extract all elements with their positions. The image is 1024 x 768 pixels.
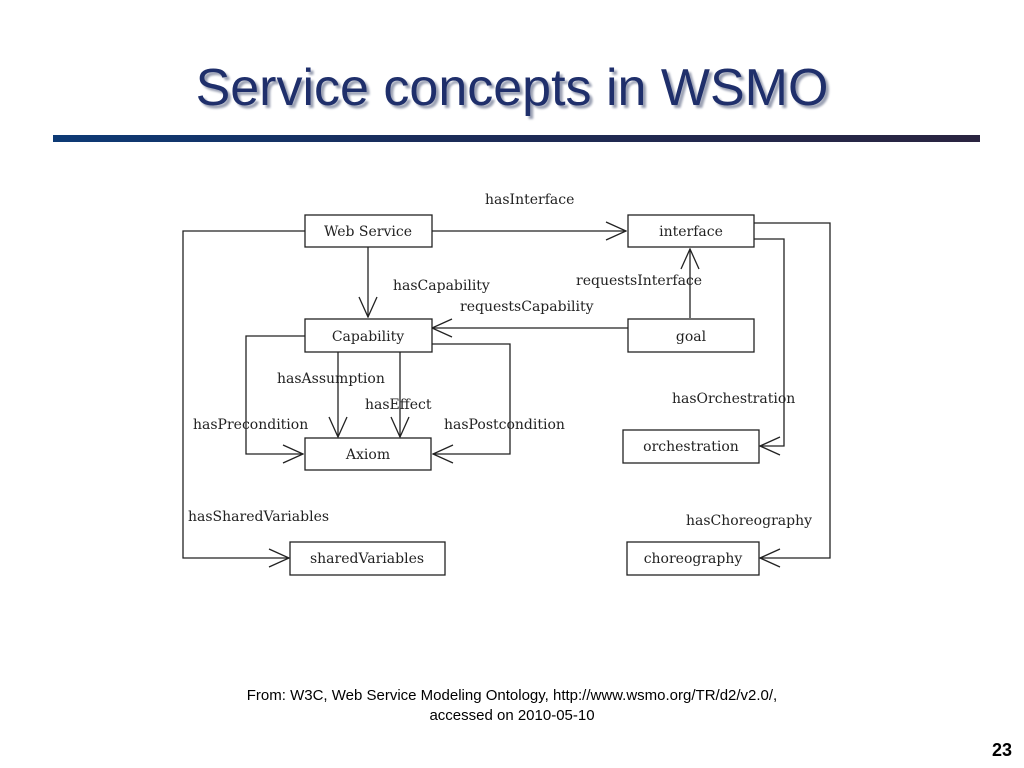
label-has-shared-variables: hasSharedVariables	[188, 509, 329, 525]
node-web-service-label: Web Service	[324, 224, 412, 240]
node-axiom-label: Axiom	[345, 447, 390, 463]
edge-has-shared-variables	[182, 230, 305, 558]
node-choreography-label: choreography	[644, 551, 743, 567]
edge-has-postcondition	[432, 343, 511, 454]
node-web-service	[304, 214, 433, 248]
citation: From: W3C, Web Service Modeling Ontology…	[0, 686, 1024, 726]
node-shared-variables	[289, 541, 446, 576]
node-interface	[627, 214, 755, 248]
label-has-capability: hasCapability	[393, 278, 490, 294]
node-orchestration	[622, 429, 760, 464]
label-has-postcondition: hasPostcondition	[444, 417, 565, 433]
node-axiom	[304, 437, 432, 471]
node-goal-label: goal	[676, 329, 707, 345]
citation-line-2: accessed on 2010-05-10	[429, 707, 595, 724]
title-divider	[53, 135, 980, 142]
edge-has-choreography	[754, 222, 831, 558]
node-interface-label: interface	[659, 224, 723, 240]
slide-title: Service concepts in WSMO	[195, 59, 829, 117]
edge-has-precondition	[245, 335, 305, 454]
label-has-precondition: hasPrecondition	[193, 417, 308, 433]
slide-number: 23	[991, 740, 1012, 760]
label-has-orchestration: hasOrchestration	[672, 391, 795, 407]
node-orchestration-label: orchestration	[643, 439, 739, 455]
node-capability	[304, 318, 433, 353]
label-requests-capability: requestsCapability	[460, 299, 594, 315]
node-capability-label: Capability	[332, 329, 404, 345]
node-shared-variables-label: sharedVariables	[310, 551, 424, 567]
label-has-assumption: hasAssumption	[277, 371, 385, 387]
edge-has-orchestration	[754, 238, 785, 446]
label-requests-interface: requestsInterface	[576, 273, 702, 289]
label-has-effect: hasEffect	[365, 397, 432, 413]
node-goal	[627, 318, 755, 353]
node-choreography	[626, 541, 760, 576]
label-has-choreography: hasChoreography	[686, 513, 812, 529]
citation-line-1: From: W3C, Web Service Modeling Ontology…	[246, 687, 778, 704]
label-has-interface: hasInterface	[485, 192, 574, 208]
